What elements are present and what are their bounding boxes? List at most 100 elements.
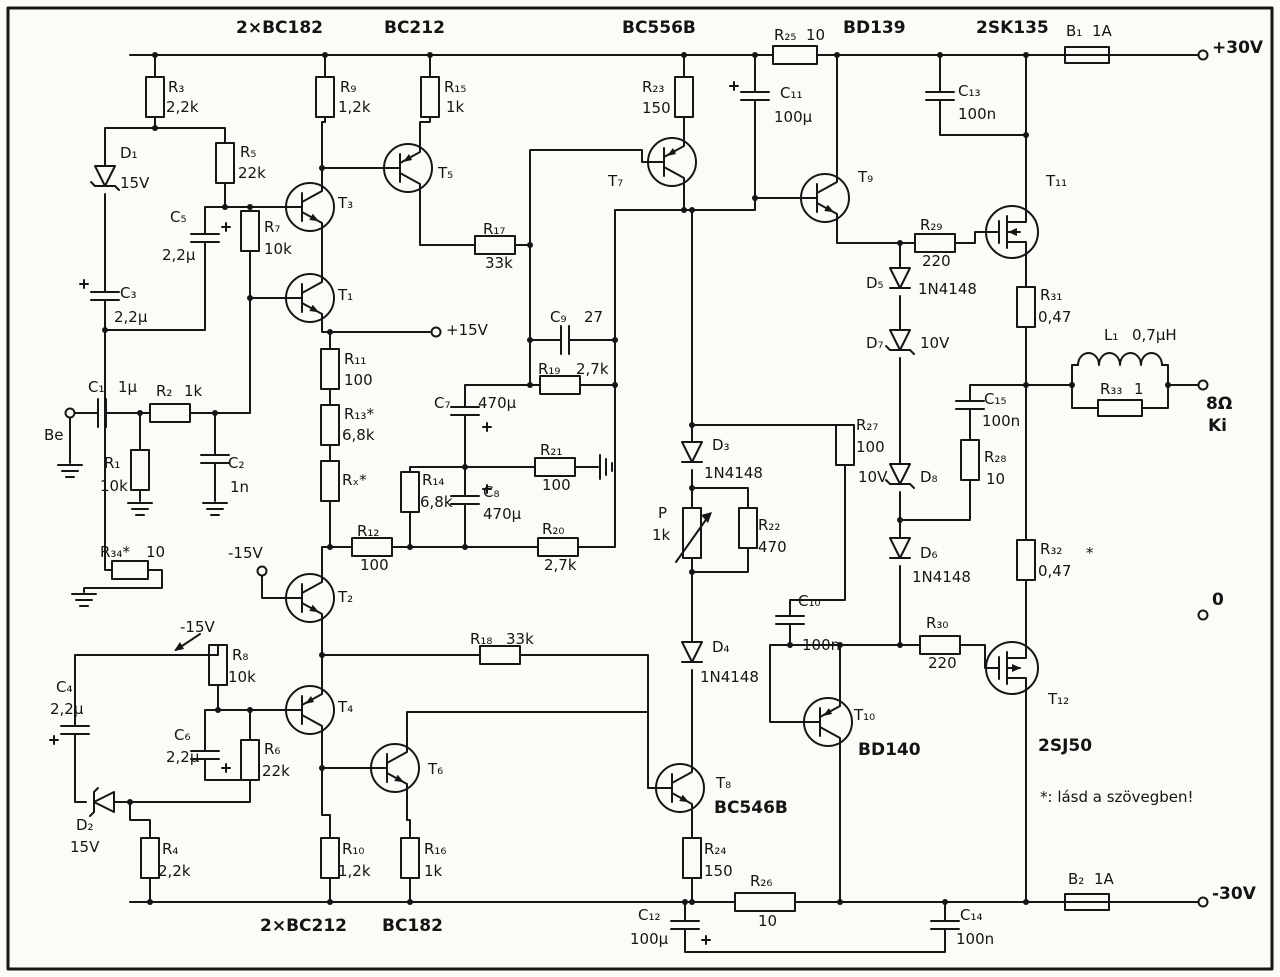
capacitor-C1 <box>97 398 107 428</box>
input-terminal[interactable] <box>64 407 76 419</box>
resistor-R24 <box>682 837 702 879</box>
label-parts-R15-ref: R₁₅ <box>444 78 467 96</box>
resistor-R18 <box>479 645 521 665</box>
label-parts-B2-value: 1A <box>1094 870 1114 888</box>
label-parts-D2-value: 15V <box>70 838 100 856</box>
label-parts-C12-ref: C₁₂ <box>638 906 661 924</box>
label-parts-C1-value: 1µ <box>118 378 138 396</box>
label-parts-R7-value: 10k <box>264 240 292 258</box>
zener-D7 <box>885 329 915 355</box>
resistor-R10 <box>320 837 340 879</box>
label-schematic-io-output: Ki <box>1208 416 1228 436</box>
transistor-T4 <box>285 679 335 741</box>
label-parts-C13-value: 100n <box>958 105 997 123</box>
capacitor-C3 <box>90 291 120 301</box>
label-parts-R2-value: 1k <box>184 382 203 400</box>
label-parts-R32-value: 0,47 <box>1038 562 1072 580</box>
transistor-T1 <box>285 267 335 329</box>
label-parts-T2-ref: T₂ <box>338 588 354 606</box>
label-parts-T10-ref: T₁₀ <box>854 706 876 724</box>
resistor-R3 <box>145 76 165 118</box>
grounds <box>57 454 613 607</box>
resistor-R33 <box>1097 399 1143 417</box>
label-parts-D1-ref: D₁ <box>120 144 138 162</box>
label-schematic-power-zero: 0 <box>1212 590 1224 610</box>
label-parts-C9-ref: C₉ <box>550 308 567 326</box>
label-parts-C14-ref: C₁₄ <box>960 906 983 924</box>
fuse-B1 <box>1064 46 1110 64</box>
capacitor-C6 <box>190 750 220 760</box>
label-parts-C10-ref: C₁₀ <box>798 592 821 610</box>
transistor-T10 <box>803 691 853 753</box>
label-parts-R15-value: 1k <box>446 98 465 116</box>
label-parts-C12-value: 100µ <box>630 930 669 948</box>
label-schematic-types-t5: BC212 <box>384 18 445 38</box>
label-parts-R7-ref: R₇ <box>264 218 281 236</box>
plus-sign <box>221 763 231 773</box>
p15-terminal <box>430 326 442 338</box>
diode-D6 <box>889 537 911 559</box>
n30-terminal <box>1197 896 1209 908</box>
label-parts-B1-ref: B₁ <box>1066 22 1083 40</box>
label-parts-C3-ref: C₃ <box>120 284 137 302</box>
label-parts-R20-ref: R₂₀ <box>542 520 565 538</box>
label-parts-C8-ref: C₈ <box>483 483 500 501</box>
label-parts-R34-value: 10 <box>146 543 166 561</box>
label-parts-R18-value: 33k <box>506 630 534 648</box>
resistor-R26 <box>734 892 796 912</box>
terminals <box>64 49 1209 908</box>
capacitor-C5 <box>190 233 220 243</box>
label-parts-P-value: 1k <box>652 526 671 544</box>
label-parts-L1-ref: L₁ <box>1104 326 1119 344</box>
label-parts-B1-value: 1A <box>1092 22 1112 40</box>
resistor-R1 <box>130 449 150 491</box>
label-parts-D8-ref: D₈ <box>920 468 938 486</box>
label-schematic-types-t10: BD140 <box>858 740 921 760</box>
capacitor-C4 <box>60 725 90 735</box>
label-parts-T6-ref: T₆ <box>428 760 444 778</box>
label-parts-R29-value: 220 <box>922 252 951 270</box>
potentiometer-P <box>682 507 702 559</box>
capacitor-C12 <box>670 920 700 930</box>
label-parts-T9-ref: T₉ <box>858 168 874 186</box>
resistor-R12 <box>351 537 393 557</box>
label-parts-R2-ref: R₂ <box>156 382 173 400</box>
transistor-T6 <box>370 737 420 799</box>
n15-terminal <box>256 565 268 577</box>
label-schematic-power-n30: -30V <box>1212 884 1256 904</box>
label-parts-T7-ref: T₇ <box>608 172 624 190</box>
plus-sign <box>729 81 739 91</box>
wires-left <box>69 116 657 903</box>
ground-symbol <box>71 593 97 607</box>
label-parts-R14-ref: R₁₄ <box>422 471 445 489</box>
inductor-L1 <box>1077 352 1163 366</box>
resistor-R25 <box>772 45 818 65</box>
resistor-R14 <box>400 471 420 513</box>
transistor-T3 <box>285 176 335 238</box>
label-parts-R22-value: 470 <box>758 538 787 556</box>
label-parts-D1-value: 15V <box>120 174 150 192</box>
label-parts-R16-ref: R₁₆ <box>424 840 447 858</box>
label-parts-R5-ref: R₅ <box>240 143 257 161</box>
zener-D1 <box>90 165 120 191</box>
label-parts-R32-ref: R₃₂ <box>1040 540 1063 558</box>
label-parts-Rx-ref: Rₓ* <box>342 471 367 489</box>
pot-arrowhead <box>701 512 712 523</box>
label-parts-R21-value: 100 <box>542 476 571 494</box>
plus-sign <box>701 935 711 945</box>
label-parts-R26-ref: R₂₆ <box>750 872 773 890</box>
resistor-R17 <box>474 235 516 255</box>
label-parts-T5-ref: T₅ <box>438 164 454 182</box>
label-parts-R31-ref: R₃₁ <box>1040 286 1063 304</box>
label-schematic-power-p15: +15V <box>446 321 488 339</box>
output-terminal[interactable] <box>1197 379 1209 391</box>
label-parts-R33-value: 1 <box>1134 380 1144 398</box>
transistor-T7 <box>647 131 697 193</box>
diode-D3 <box>681 441 703 463</box>
label-parts-R4-value: 2,2k <box>158 862 191 880</box>
diode-D5 <box>889 267 911 289</box>
label-parts-D6-ref: D₆ <box>920 544 938 562</box>
label-parts-D3-value: 1N4148 <box>704 464 763 482</box>
transistor-T9 <box>800 167 850 229</box>
